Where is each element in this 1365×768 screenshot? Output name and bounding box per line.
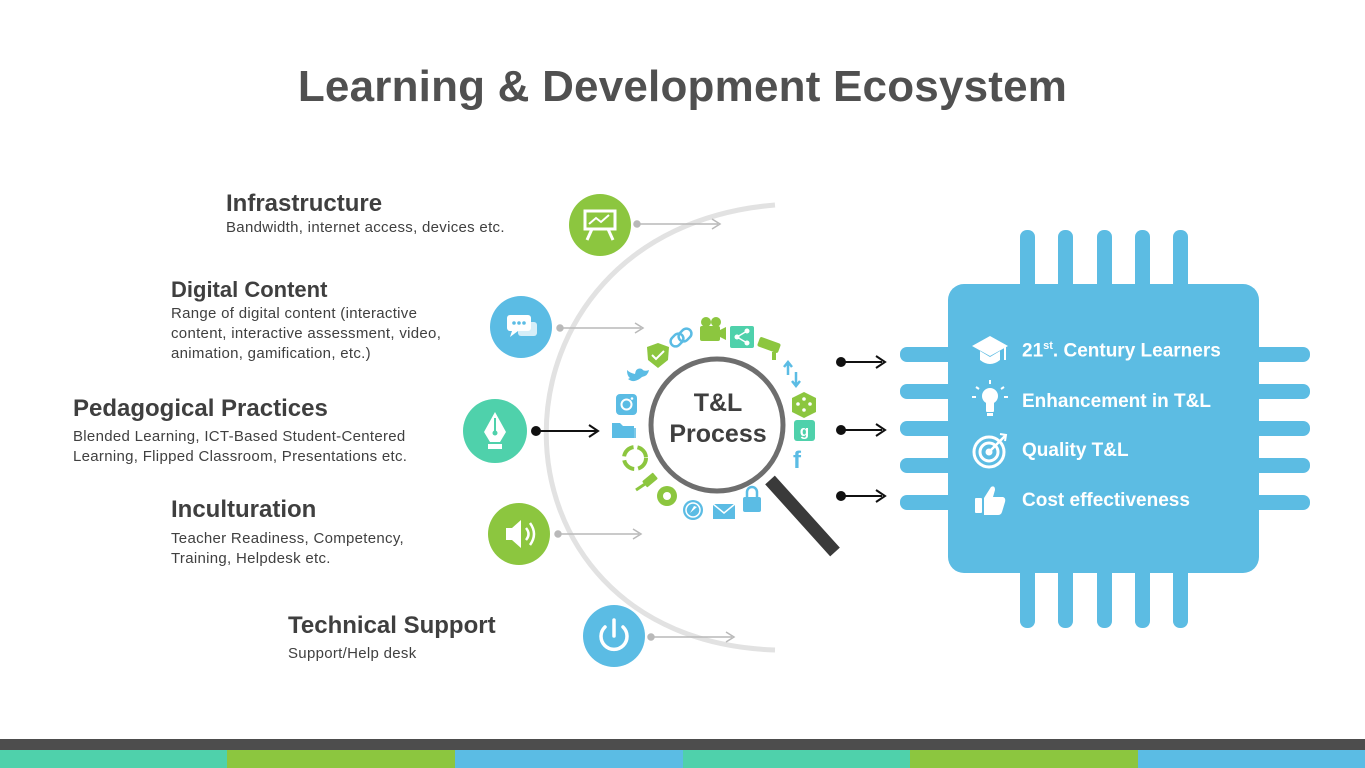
microchip	[900, 230, 1310, 628]
speaker-icon	[488, 503, 550, 565]
footer-strip-teal	[0, 750, 227, 768]
transfer-arrows-icon	[783, 359, 801, 389]
input-arrows	[554, 218, 736, 643]
svg-text:f: f	[793, 447, 802, 474]
process-label-line2: Process	[669, 420, 767, 448]
pedagogy-arrow	[531, 424, 600, 438]
cctv-camera-icon	[757, 337, 781, 360]
svg-text:g: g	[800, 423, 809, 440]
outcome-text: . Century Learners	[1052, 340, 1221, 362]
outcome-cost-effectiveness: Cost effectiveness	[1022, 490, 1190, 511]
small-icons-ring: g f	[612, 317, 816, 520]
thumbs-up-icon	[975, 486, 1006, 515]
category-heading: Digital Content	[171, 277, 328, 302]
magnifying-glass-icon	[648, 356, 840, 557]
category-inculturation: Inculturation Teacher Readiness, Compete…	[171, 496, 404, 569]
envelope-icon	[712, 503, 736, 519]
footer-strip-blue	[455, 750, 683, 768]
chat-bubbles-icon	[490, 296, 552, 358]
outcome-superscript: st	[1043, 340, 1053, 352]
compass-icon	[683, 500, 703, 520]
output-arrows	[836, 355, 887, 503]
process-label: T&L Process	[648, 388, 788, 450]
category-description: Support/Help desk	[288, 645, 417, 662]
outcome-prefix: 21	[1022, 340, 1044, 362]
category-description-line: Teacher Readiness, Competency,	[171, 530, 405, 547]
category-description-line: content, interactive assessment, video,	[171, 325, 442, 342]
video-camera-icon	[700, 317, 726, 341]
category-description-line: Learning, Flipped Classroom, Presentatio…	[73, 448, 408, 465]
page-title: Learning & Development Ecosystem	[297, 62, 1068, 111]
power-icon	[583, 605, 645, 667]
category-heading: Technical Support	[288, 612, 496, 639]
link-icon	[669, 327, 693, 348]
category-digital-content: Digital Content Range of digital content…	[171, 276, 441, 364]
padlock-icon	[743, 485, 761, 512]
category-description-line: Blended Learning, ICT-Based Student-Cent…	[73, 428, 406, 445]
usb-cable-icon	[635, 472, 658, 492]
facebook-icon: f	[793, 447, 802, 474]
footer-strip-blue-2	[1138, 750, 1365, 768]
footer-strip-green	[227, 750, 455, 768]
category-description-line: animation, gamification, etc.)	[171, 345, 371, 362]
graduation-cap-icon	[972, 336, 1008, 364]
camera-shutter-icon	[657, 486, 677, 506]
recycle-icon	[622, 445, 648, 471]
target-icon	[972, 433, 1008, 469]
category-description: Bandwidth, internet access, devices etc.	[226, 219, 505, 236]
pen-nib-icon	[463, 399, 527, 463]
share-icon	[730, 326, 754, 348]
category-heading: Infrastructure	[226, 190, 383, 217]
outcome-21st-century-learners: 21st. Century Learners	[1022, 340, 1221, 362]
category-heading: Inculturation	[171, 496, 317, 523]
process-label-line1: T&L	[693, 389, 743, 417]
outcome-quality: Quality T&L	[1022, 440, 1129, 461]
category-description-line: Training, Helpdesk etc.	[171, 550, 331, 567]
shield-icon	[647, 343, 669, 368]
category-description-line: Range of digital content (interactive	[171, 305, 418, 322]
footer-strip-green-2	[910, 750, 1138, 768]
category-pedagogical-practices: Pedagogical Practices Blended Learning, …	[73, 395, 407, 467]
footer-strip-teal-2	[683, 750, 910, 768]
outcome-enhancement: Enhancement in T&L	[1022, 391, 1211, 412]
category-infrastructure: Infrastructure Bandwidth, internet acces…	[226, 190, 505, 238]
folder-icon	[612, 423, 636, 438]
category-heading: Pedagogical Practices	[73, 395, 328, 422]
dice-icon	[792, 392, 816, 418]
twitter-icon	[627, 368, 649, 382]
footer-dark-bar	[0, 739, 1365, 750]
connector-arc	[543, 202, 776, 653]
presentation-board-icon	[569, 194, 631, 256]
category-technical-support: Technical Support Support/Help desk	[288, 612, 496, 664]
lightbulb-icon	[972, 380, 1008, 416]
instagram-icon	[616, 394, 637, 415]
google-icon: g	[794, 420, 815, 441]
